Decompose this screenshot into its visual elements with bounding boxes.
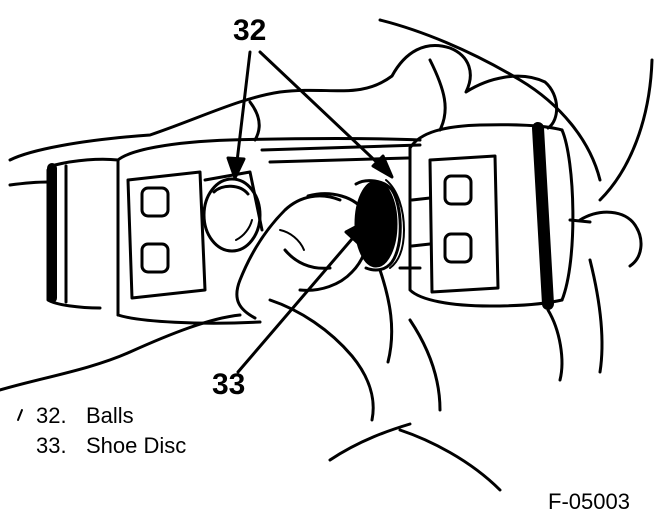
legend-label: Balls — [86, 403, 134, 428]
thumb-outline — [235, 192, 371, 320]
callout-number-balls: 32 — [233, 14, 267, 47]
right-piston-housing — [408, 122, 592, 310]
legend-number: 33. — [36, 433, 67, 458]
lower-hand-outline — [0, 58, 654, 492]
left-piston-housing — [116, 137, 422, 325]
parts-legend: 32. Balls 33. Shoe Disc — [36, 401, 186, 461]
legend-number: 32. — [36, 403, 67, 428]
callout-33-leader — [236, 220, 367, 374]
ball — [202, 177, 262, 253]
callout-number-shoe-disc: 33 — [212, 368, 246, 401]
upper-hand-outline — [8, 18, 602, 187]
legend-label: Shoe Disc — [86, 433, 187, 458]
legend-item-shoe-disc: 33. Shoe Disc — [36, 431, 186, 461]
figure-id: F-05003 — [548, 489, 630, 514]
callout-32-leaders — [226, 50, 394, 180]
stray-mark — [17, 409, 23, 421]
left-end-cap — [46, 157, 120, 317]
legend-item-balls: 32. Balls — [36, 401, 186, 431]
